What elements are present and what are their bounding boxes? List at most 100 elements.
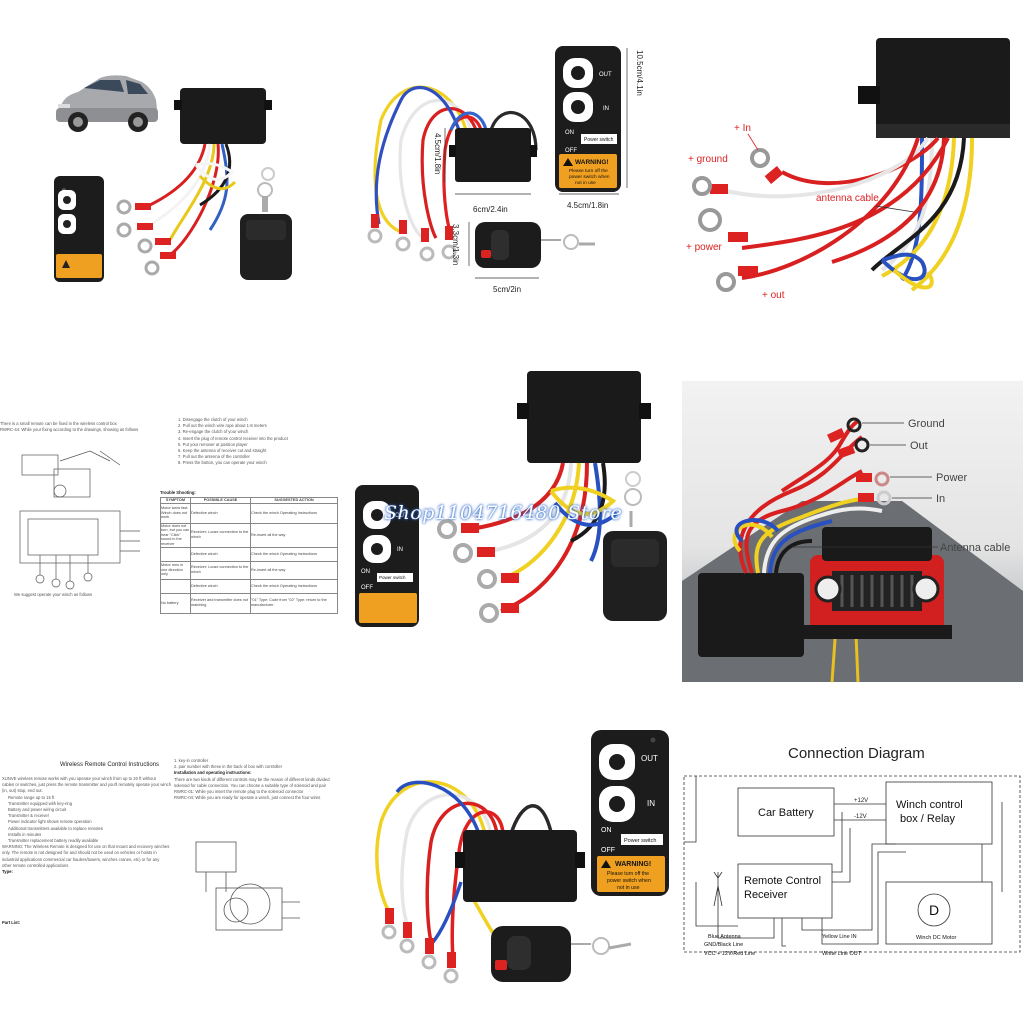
- wire-bundle: [721, 136, 974, 292]
- instructions-title: Wireless Remote Control Instructions: [60, 762, 160, 768]
- dim-remote-height: 10.5cm/4.1in: [635, 50, 644, 96]
- label-antenna: Antenna cable: [940, 542, 1010, 554]
- table-cell: Defective winch: [190, 546, 251, 562]
- wire-bundle: [375, 780, 553, 959]
- table-cell: Check the winch Operating Instructions: [250, 578, 338, 594]
- wired-remote: [54, 176, 104, 282]
- jeep-image: [802, 527, 952, 639]
- table-cell: [160, 546, 191, 562]
- power-switch-label: Power switch: [584, 137, 614, 143]
- panel-connection-diagram: Connection Diagram: [682, 682, 1023, 1023]
- remote-out-label: OUT: [395, 513, 408, 519]
- step: 7. Pull out the antenna of the controlle…: [178, 454, 250, 460]
- instruction-line: only. The remote is not designed for and…: [2, 850, 157, 856]
- table-cell: Receiver and transmitter does not matchi…: [190, 592, 251, 614]
- winch-kit-illustration: [54, 75, 292, 282]
- instruction-line: industrial applications commercial car h…: [2, 856, 160, 862]
- remote-off-label: OFF: [565, 148, 577, 154]
- instruction-line: Transmitter & receiver: [8, 813, 50, 819]
- trouble-table: SYMPTOM POSSIBLE CAUSE SUGGESTED ACTION …: [160, 497, 338, 614]
- warning-line-1: Please turn off the: [607, 871, 649, 877]
- store-watermark: Shop1104716480 Store: [384, 502, 623, 524]
- step: 2. Pull out the winch wire rope about 1-…: [178, 423, 267, 429]
- ring-terminals: [381, 908, 459, 984]
- panel-product-with-car: [0, 0, 341, 341]
- key-fob: [475, 222, 595, 268]
- instruction-line: (in, out) stop, end out.: [2, 788, 43, 794]
- table-row: No battery Receiver and transmitter does…: [160, 592, 338, 614]
- panel-installed-on-jeep: Ground Out Power In Antenna cable: [682, 341, 1023, 682]
- dim-box-height: 4.5cm/1.8in: [433, 133, 442, 174]
- wire-bundle: [732, 419, 883, 574]
- panel-wire-labels: + In + ground antenna cable + power + ou…: [682, 0, 1023, 341]
- receiver-box: [463, 830, 577, 902]
- table-cell: No battery: [160, 592, 191, 614]
- table-cell: [160, 578, 191, 594]
- label-ground: Ground: [908, 418, 945, 430]
- dim-box-width: 6cm/2.4in: [473, 205, 508, 214]
- table-row: Motor turns fast. Winch does not work De…: [160, 502, 338, 524]
- kit-closeup-illustration: OUT IN ON OFF Power switch WARNING! Plea…: [375, 730, 669, 984]
- table-cell: Defective winch: [190, 502, 251, 524]
- remote-off-label: OFF: [361, 585, 373, 591]
- motor-label: Winch DC Motor: [916, 935, 957, 941]
- wire-bundle: [149, 143, 237, 257]
- label-out: Out: [910, 440, 928, 452]
- wired-remote: OUT IN ON OFF Power switch: [355, 485, 419, 627]
- table-cell: Motor turns fast. Winch does not work: [160, 502, 191, 524]
- label-in: + In: [734, 123, 751, 134]
- power-switch-label: Power switch: [379, 575, 406, 580]
- table-cell: Re-insert all the way: [250, 522, 338, 548]
- remote-off-label: OFF: [601, 847, 615, 854]
- label-power: Power: [936, 472, 968, 484]
- winch-label-1: Winch control: [896, 799, 963, 811]
- panel-kit-closeup: OUT IN ON OFF Power switch WARNING! Plea…: [341, 682, 682, 1023]
- battery-label: Car Battery: [758, 807, 814, 819]
- table-cell: Defective winch: [190, 578, 251, 594]
- instructions-body: XUNVE wireless remote works with you ope…: [2, 776, 172, 875]
- warning-title: WARNING!: [615, 861, 651, 868]
- remote-on-label: ON: [565, 130, 574, 136]
- instruction-line: XUNVE wireless remote works with you ope…: [2, 776, 156, 781]
- receiver-label-2: Receiver: [744, 889, 788, 901]
- type-label: Type:: [2, 869, 13, 875]
- panel-dimensions: 4.5cm/1.8in 6cm/2.4in 10.5cm/4.1in 4.5cm…: [341, 0, 682, 341]
- ring-terminals: [437, 519, 519, 623]
- remote-on-label: ON: [601, 827, 612, 834]
- table-cell: Receiver: Loose connection to the winch: [190, 560, 251, 580]
- step: 3. Re-engage the clutch of your winch: [178, 429, 249, 435]
- table-cell: Re-insert all the way: [250, 560, 338, 580]
- receiver-label-1: Remote Control: [744, 875, 821, 887]
- dim-fob-height: 3.3cm/1.3in: [451, 224, 460, 265]
- diagram-frame: [683, 775, 1021, 953]
- key-fob: [603, 471, 667, 621]
- label-in: In: [936, 493, 945, 505]
- table-cell: Receiver: Loose connection to the winch: [190, 522, 251, 548]
- panel-installation-manual: There is a small remote can be fixed in …: [0, 341, 341, 682]
- table-cell: "01" Type: Code from "02" Type: return t…: [250, 592, 338, 614]
- step: 1. Disengage the clutch of your winch: [178, 417, 248, 422]
- warning-line-2: power switch when: [607, 878, 651, 884]
- remote-in-label: IN: [397, 547, 403, 553]
- trouble-title: Trouble Shooting:: [160, 490, 196, 495]
- motor-letter: D: [929, 902, 939, 918]
- instruction-line: WARNING: The Wireless Remote is designed…: [2, 844, 170, 850]
- dimension-lines: [444, 48, 628, 279]
- manual-header-line-2: RWRC-44: While your fixing according to …: [0, 427, 139, 433]
- table-cell: Check the winch Operating Instructions: [250, 546, 338, 562]
- instruction-line: other remote controlled applications: [2, 862, 69, 868]
- instruction-line: RWRC-01: While you insert the remote plu…: [174, 789, 304, 795]
- kit-contents-illustration: OUT IN ON OFF Power switch: [355, 371, 667, 627]
- manual-header-line-1: There is a small remote can be fixed in …: [0, 421, 117, 426]
- warning-title: WARNING!: [575, 159, 609, 166]
- dim-fob-width: 5cm/2in: [493, 285, 521, 294]
- instruction-line: Additional transmitters available to rep…: [8, 825, 103, 831]
- dimensions-illustration: 4.5cm/1.8in 6cm/2.4in 10.5cm/4.1in 4.5cm…: [367, 46, 644, 294]
- instruction-line: Installs in minutes: [8, 831, 42, 837]
- receiver-box: [698, 573, 804, 657]
- ring-terminals: [367, 214, 457, 262]
- warning-line-3: not in use: [617, 885, 640, 891]
- yellow-line-label: Yellow Line IN: [822, 934, 857, 940]
- remote-on-label: ON: [361, 569, 370, 575]
